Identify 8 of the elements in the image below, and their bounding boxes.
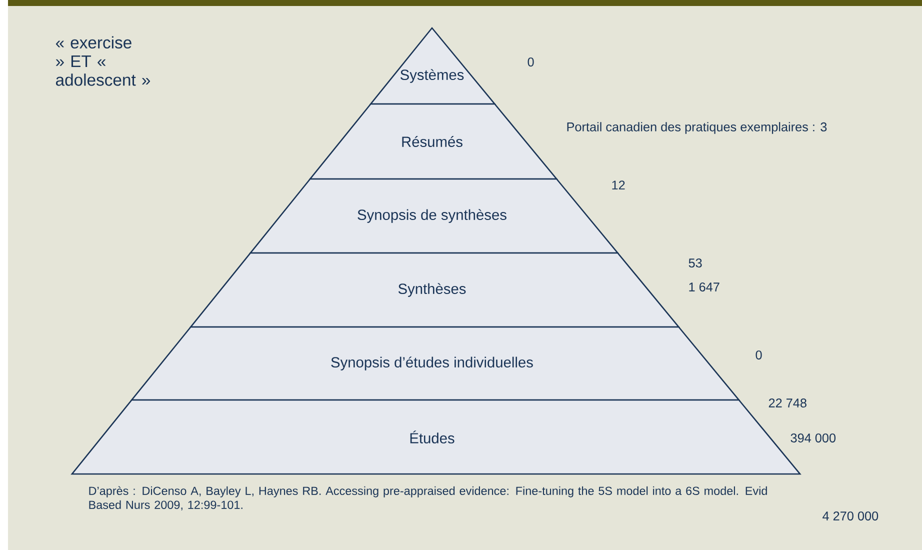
result-count: 0 (756, 350, 762, 360)
result-count: 1 647 (689, 282, 720, 292)
result-count: 0 (528, 58, 534, 66)
result-count: 4 270 000 (822, 512, 878, 520)
result-count: 53 (688, 258, 702, 268)
search-terms: « exercise » ET « adolescent » (56, 36, 150, 86)
caption: D’après : DiCenso A, Bayley L, Haynes RB. Accessing pre-appraised evidence: Fine-tuning the 5S model into a 6S model. Evid Based Nurs 2009, 12:99-101. (89, 486, 767, 510)
result-count: Portail canadien des pratiques exemplaires : 3 (567, 122, 827, 134)
